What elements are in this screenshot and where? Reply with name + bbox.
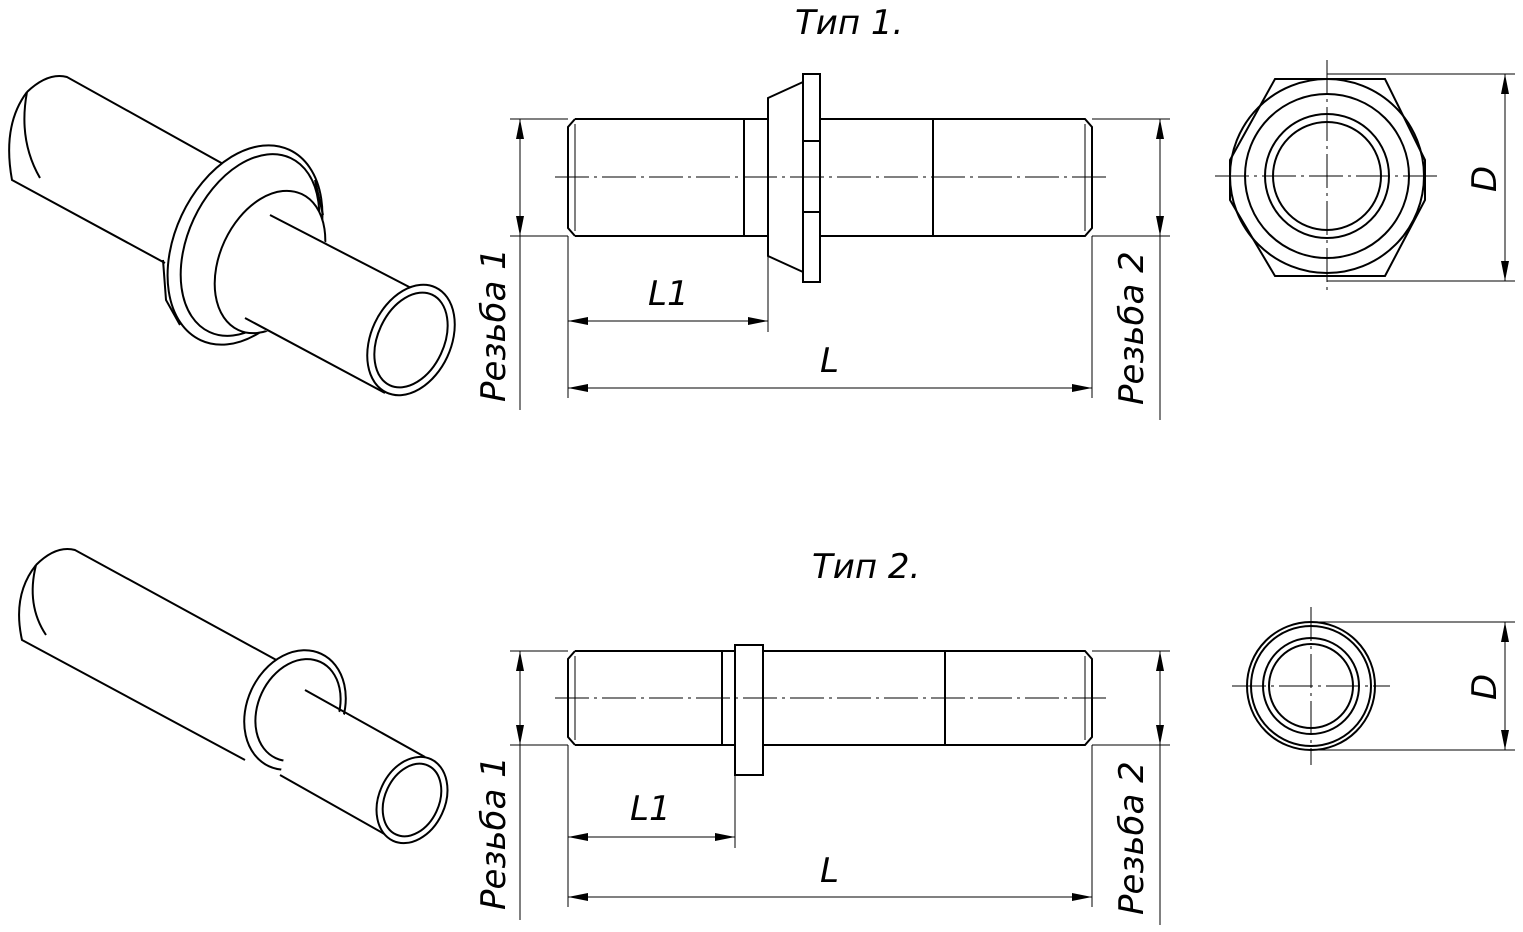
type2-l1-label: L1 — [630, 789, 671, 829]
type2-dimensions — [510, 621, 1515, 925]
type1-group: Тип 1. — [8, 3, 1515, 420]
type2-side-view — [555, 644, 1110, 776]
type1-thread1-label: Резьба 1 — [474, 248, 514, 402]
type2-isometric-view — [18, 548, 449, 845]
type2-l-label: L — [820, 851, 839, 891]
type1-l1-label: L1 — [648, 274, 689, 314]
type1-d-label: D — [1465, 166, 1505, 192]
type1-isometric-view — [8, 75, 456, 397]
type2-thread2-label: Резьба 2 — [1112, 761, 1152, 915]
type2-end-view — [1232, 607, 1390, 765]
type1-side-view — [555, 73, 1110, 283]
type1-dimensions — [510, 73, 1515, 420]
type1-end-view — [1215, 60, 1440, 292]
type2-group: Тип 2. — [18, 547, 1515, 925]
type1-thread2-label: Резьба 2 — [1112, 251, 1152, 405]
type2-title: Тип 2. — [812, 547, 920, 587]
type1-title: Тип 1. — [795, 3, 903, 43]
type2-d-label: D — [1465, 674, 1505, 700]
type2-thread1-label: Резьба 1 — [474, 756, 514, 910]
type1-l-label: L — [820, 341, 839, 381]
